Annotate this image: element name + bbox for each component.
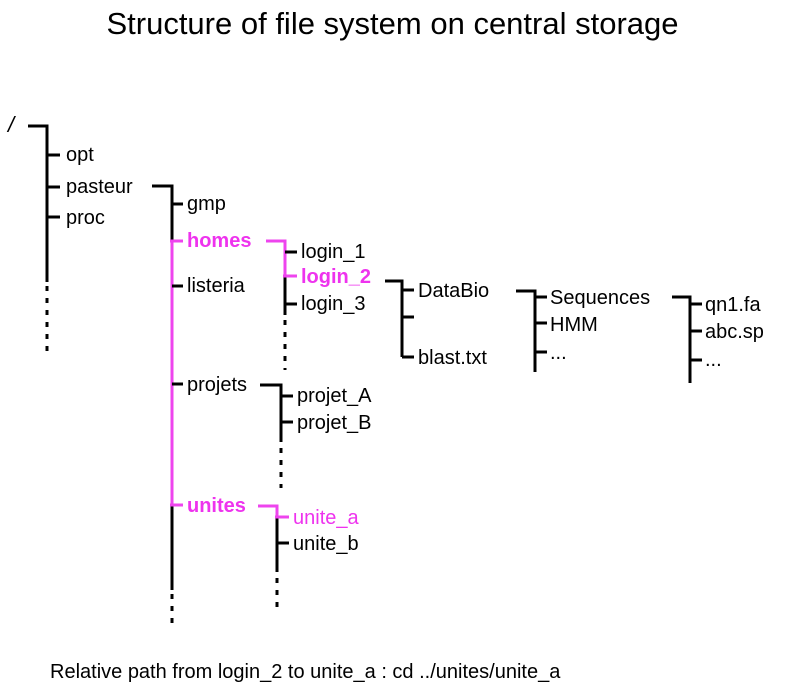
pasteur-child-ticks bbox=[172, 202, 183, 386]
projets-child-ticks bbox=[281, 394, 293, 424]
unites-highlight-connector bbox=[258, 504, 279, 517]
node-hmm: HMM bbox=[550, 314, 598, 336]
node-proc: proc bbox=[66, 207, 105, 229]
node-unite-b: unite_b bbox=[293, 533, 359, 555]
node-root: / bbox=[6, 112, 16, 137]
projets-branch-line bbox=[260, 383, 283, 442]
caption-relative-path: Relative path from login_2 to unite_a : … bbox=[50, 661, 561, 683]
root-child-ticks bbox=[47, 153, 60, 219]
homes-highlight-connector bbox=[266, 239, 287, 276]
node-pasteur: pasteur bbox=[66, 176, 133, 198]
databio-child-ticks bbox=[535, 295, 547, 354]
sequences-branch-line bbox=[672, 295, 692, 383]
node-blast-txt: blast.txt bbox=[418, 347, 487, 369]
node-login-3: login_3 bbox=[301, 293, 366, 315]
node-projet-a: projet_A bbox=[297, 385, 372, 407]
node-abc-sp: abc.sp bbox=[705, 321, 764, 343]
node-gmp: gmp bbox=[187, 193, 226, 215]
node-projet-b: projet_B bbox=[297, 412, 372, 434]
node-listeria: listeria bbox=[187, 275, 246, 297]
root-branch-line bbox=[28, 124, 49, 282]
node-opt: opt bbox=[66, 144, 94, 166]
node-projets: projets bbox=[187, 374, 247, 396]
login2-branch-line bbox=[385, 279, 404, 357]
homes-child-ticks bbox=[285, 250, 297, 306]
pasteur-highlight-ticks bbox=[170, 239, 183, 507]
diagram-title: Structure of file system on central stor… bbox=[106, 6, 679, 41]
node-sequences-more: ... bbox=[705, 349, 722, 371]
pasteur-branch-line bbox=[152, 184, 174, 590]
node-unites: unites bbox=[187, 495, 246, 517]
databio-branch-line bbox=[516, 289, 537, 372]
node-login-2: login_2 bbox=[301, 266, 371, 288]
node-unite-a: unite_a bbox=[293, 507, 359, 529]
node-login-1: login_1 bbox=[301, 241, 366, 263]
node-sequences: Sequences bbox=[550, 287, 650, 309]
login2-child-ticks bbox=[402, 288, 414, 359]
node-homes: homes bbox=[187, 230, 251, 252]
node-qn1-fa: qn1.fa bbox=[705, 294, 761, 316]
sequences-child-ticks bbox=[690, 302, 702, 362]
node-databio-more: ... bbox=[550, 342, 567, 364]
node-databio: DataBio bbox=[418, 280, 489, 302]
